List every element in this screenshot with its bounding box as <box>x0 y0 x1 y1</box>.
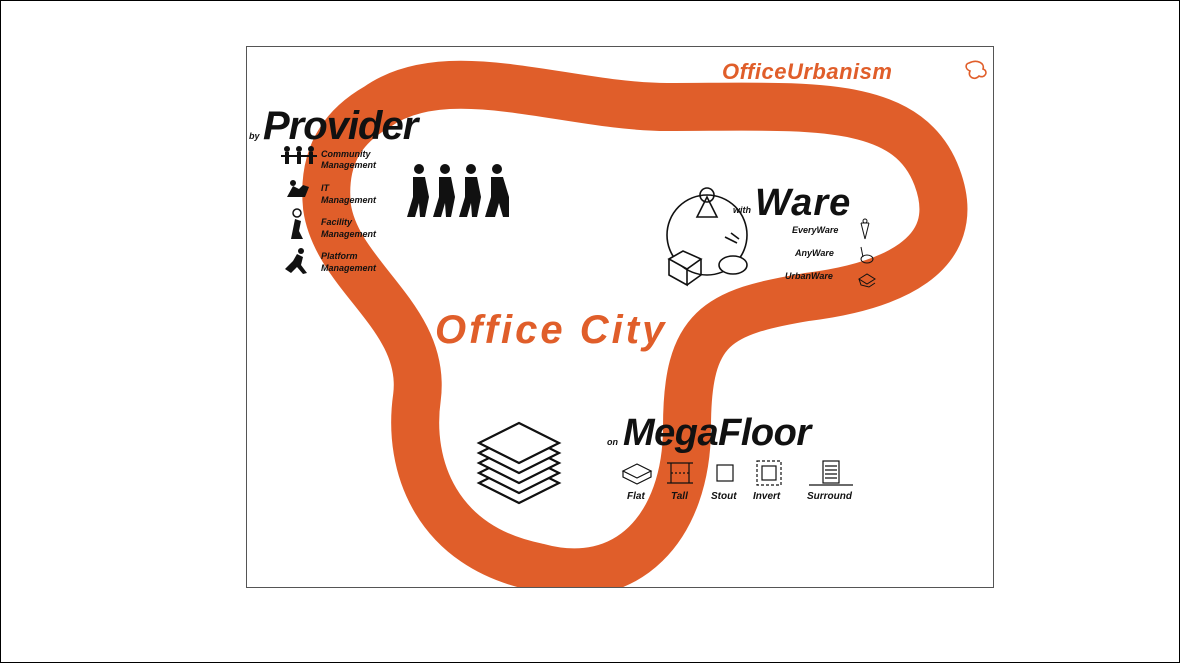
facility-worker-icon <box>291 208 303 239</box>
provider-prefix: by <box>249 131 260 141</box>
provider-item-2-line1: IT <box>321 183 331 193</box>
antenna-icon <box>860 218 870 240</box>
megafloor-type-flat: Flat <box>627 491 645 502</box>
ware-item-1-label: EveryWare <box>792 225 838 235</box>
invert-floor-icon <box>756 460 782 486</box>
flat-floor-icon <box>621 463 653 485</box>
it-worker-icon <box>287 180 309 197</box>
megafloor-prefix: on <box>607 437 618 447</box>
phone-icon <box>860 246 874 264</box>
blob-outline-icon <box>965 60 987 79</box>
provider-item-3-line1: Facility <box>321 217 353 227</box>
ware-title: Ware <box>755 182 851 224</box>
provider-item-4-line1: Platform <box>321 251 358 261</box>
provider-item-2-line2: Management <box>321 195 377 205</box>
tall-floor-icon <box>667 462 693 484</box>
megafloor-type-surround: Surround <box>807 491 853 502</box>
provider-item-1-line1: Community <box>321 149 371 159</box>
megafloor-title: MegaFloor <box>623 412 813 454</box>
walking-people-icon <box>407 164 509 217</box>
provider-item-4-line2: Management <box>321 263 377 273</box>
box-icon <box>858 273 876 288</box>
megafloor-type-tall: Tall <box>671 491 688 502</box>
surround-floor-icon <box>809 460 853 486</box>
stout-floor-icon <box>716 464 734 482</box>
megafloor-type-invert: Invert <box>753 491 781 502</box>
provider-item-1-line2: Management <box>321 160 377 170</box>
slide: OfficeUrbanism by Provider <box>246 46 994 588</box>
ware-prefix: with <box>733 205 751 215</box>
provider-title: Provider <box>263 104 421 148</box>
platform-runner-icon <box>285 248 307 274</box>
layers-stack-icon <box>476 421 562 505</box>
ware-item-2-label: AnyWare <box>794 248 834 258</box>
brand-title: OfficeUrbanism <box>722 59 892 84</box>
diagram-canvas: OfficeUrbanism by Provider <box>249 59 987 587</box>
megafloor-type-stout: Stout <box>711 491 737 502</box>
provider-item-3-line2: Management <box>321 229 377 239</box>
community-people-icon <box>281 146 317 164</box>
orange-loop <box>302 60 968 587</box>
ware-hub-illustration <box>666 187 748 287</box>
ware-item-3-label: UrbanWare <box>785 271 833 281</box>
center-title: Office City <box>435 308 667 352</box>
